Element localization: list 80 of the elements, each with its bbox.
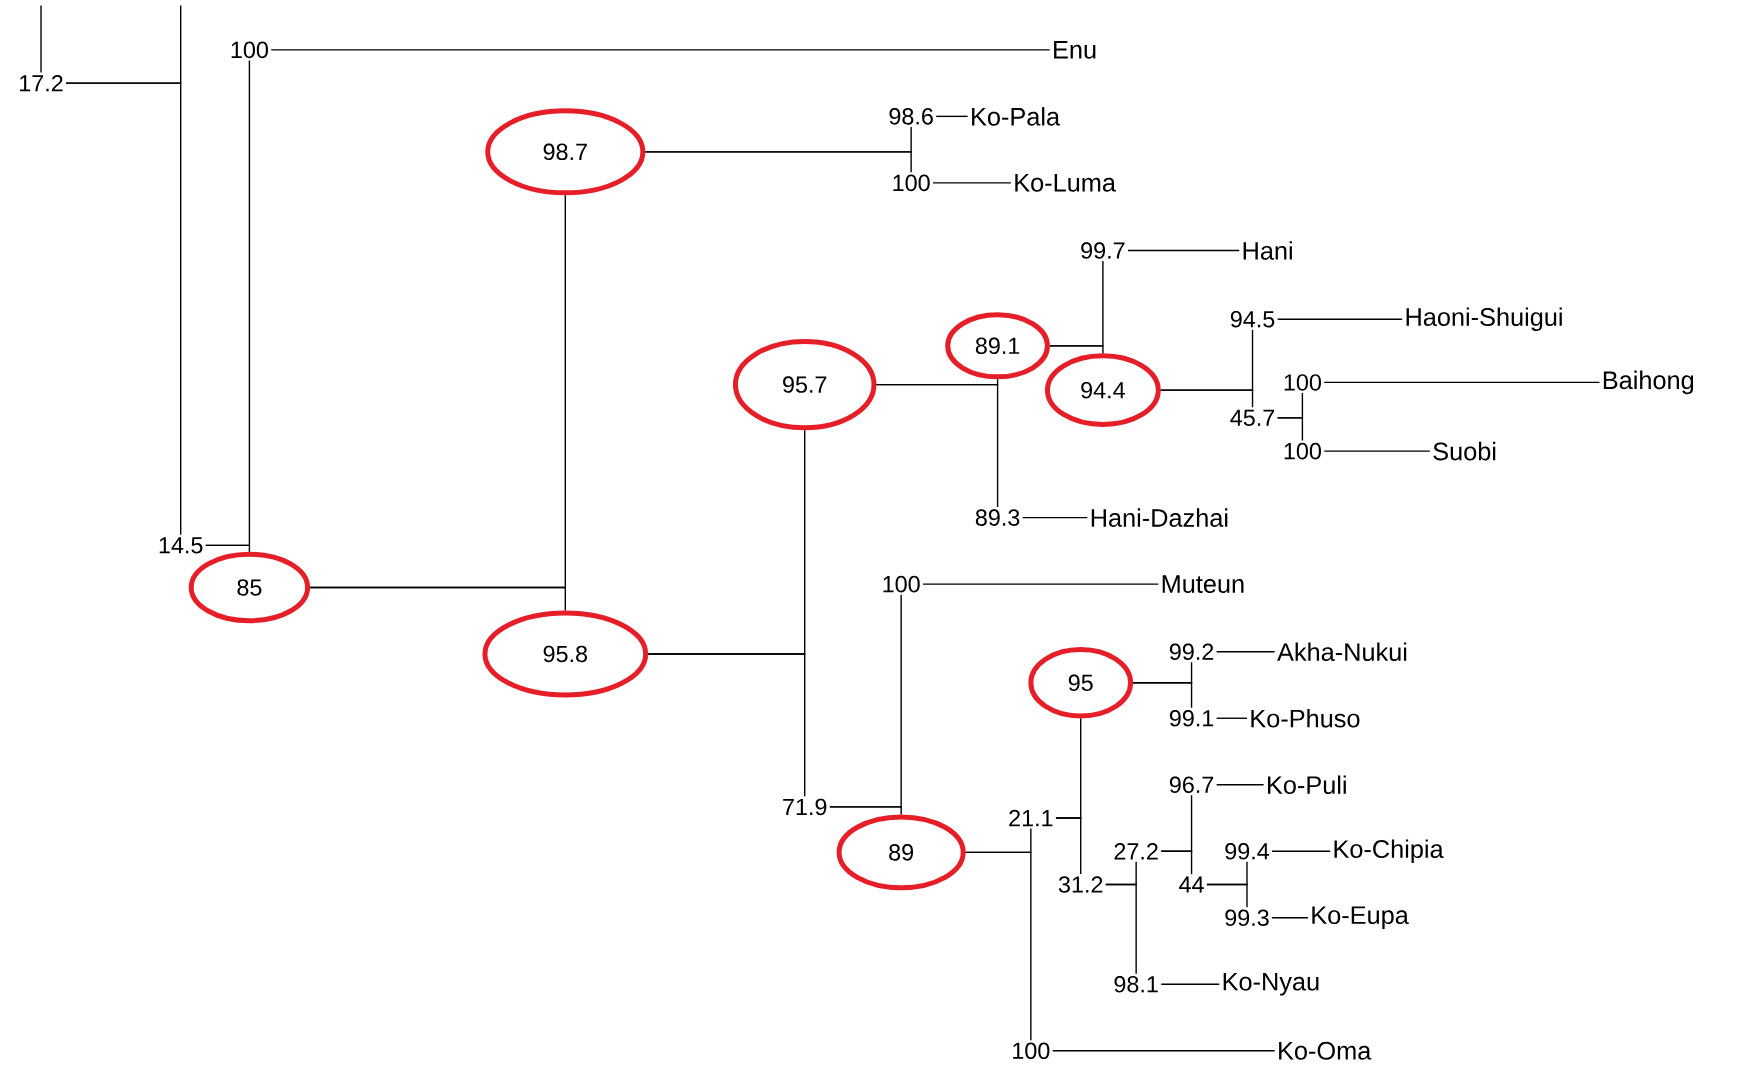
tree-branch [1160, 850, 1193, 875]
taxon-label: Ko-Phuso [1251, 708, 1360, 728]
circled-support-value: 89 [836, 814, 966, 891]
tree-branch [205, 544, 251, 553]
tree-branch [1105, 883, 1137, 975]
tree-branch [1021, 516, 1089, 519]
support-value: 98.1 [1114, 975, 1158, 993]
taxon-label: Enu [1054, 40, 1096, 59]
circled-support-value: 95.8 [482, 610, 649, 698]
circled-support-value: 95.7 [732, 338, 877, 431]
support-value: 21.1 [1009, 809, 1053, 826]
taxon-label: Ko-Pala [972, 106, 1061, 126]
support-value: 96.7 [1169, 776, 1214, 793]
tree-branch [1215, 650, 1276, 653]
taxon-label: Baihong [1603, 370, 1694, 394]
tree-branch [1271, 916, 1309, 919]
support-value: 100 [1013, 1042, 1050, 1059]
support-value: 45.7 [1230, 409, 1275, 426]
tree-branch [1049, 344, 1104, 354]
tree-branch [1055, 817, 1082, 875]
taxon-label: Ko-Luma [1015, 173, 1116, 192]
taxon-label: Ko-Chipia [1334, 839, 1444, 863]
circled-support-value: 89.1 [945, 312, 1050, 380]
circled-support-value: 94.4 [1044, 353, 1161, 427]
tree-branch [922, 583, 1159, 585]
taxon-label: Ko-Nyau [1223, 972, 1319, 996]
support-value: 100 [883, 575, 920, 593]
support-value: 98.6 [889, 107, 933, 125]
tree-branch [1206, 883, 1248, 908]
tree-branch [1323, 450, 1431, 452]
tree-branch [1215, 783, 1265, 786]
support-value: 99.1 [1169, 709, 1214, 727]
taxon-label: Muteun [1162, 575, 1244, 593]
tree-branch [829, 806, 902, 815]
support-value: 100 [1284, 442, 1321, 460]
support-value: 99.4 [1225, 842, 1270, 860]
tree-branch [875, 383, 999, 508]
circled-support-value: 95 [1028, 646, 1134, 719]
taxon-label: Hani-Dazhai [1091, 508, 1228, 527]
support-value: 100 [893, 174, 930, 191]
tree-branch [1160, 389, 1254, 408]
taxon-label: Hani [1243, 241, 1292, 260]
tree-branch [1276, 318, 1403, 320]
tree-branch [65, 82, 182, 536]
support-value: 14.5 [159, 537, 203, 554]
tree-branch [965, 851, 1032, 1041]
tree-branch [270, 49, 1051, 51]
tree-branch [1276, 417, 1304, 441]
support-value: 94.5 [1230, 310, 1275, 328]
taxon-label: Ko-Eupa [1312, 906, 1409, 929]
support-value: 17.2 [20, 74, 63, 92]
tree-branch [1127, 249, 1240, 251]
tree-branch [1323, 381, 1601, 383]
taxon-label: Akha-Nukui [1277, 642, 1407, 661]
tree-branch [1052, 1049, 1276, 1052]
tree-branch [309, 586, 566, 611]
support-value: 89.3 [975, 509, 1020, 526]
circled-support-value: 98.7 [485, 108, 646, 196]
tree-branch [935, 115, 969, 117]
support-value: 100 [1284, 373, 1321, 391]
support-value: 99.2 [1169, 643, 1214, 660]
support-value: 71.9 [783, 798, 827, 815]
support-value: 99.3 [1225, 909, 1269, 926]
tree-branch [647, 653, 806, 797]
taxon-label: Haoni-Shuigui [1406, 307, 1562, 331]
support-value: 31.2 [1058, 876, 1103, 893]
tree-branch [1271, 850, 1331, 852]
tree-branch [644, 150, 912, 173]
support-value: 27.2 [1114, 842, 1158, 860]
tree-branch [1160, 983, 1220, 985]
taxon-label: Ko-Oma [1279, 1041, 1372, 1060]
support-value: 44 [1179, 876, 1204, 893]
tree-branch [932, 182, 1012, 184]
taxon-label: Ko-Puli [1268, 775, 1346, 794]
tree-branch [1132, 681, 1193, 709]
tree-branch [1215, 717, 1248, 719]
support-value: 100 [231, 41, 268, 58]
support-value: 99.7 [1081, 242, 1125, 259]
tree-branch [40, 4, 42, 74]
taxon-label: Suobi [1433, 441, 1496, 461]
